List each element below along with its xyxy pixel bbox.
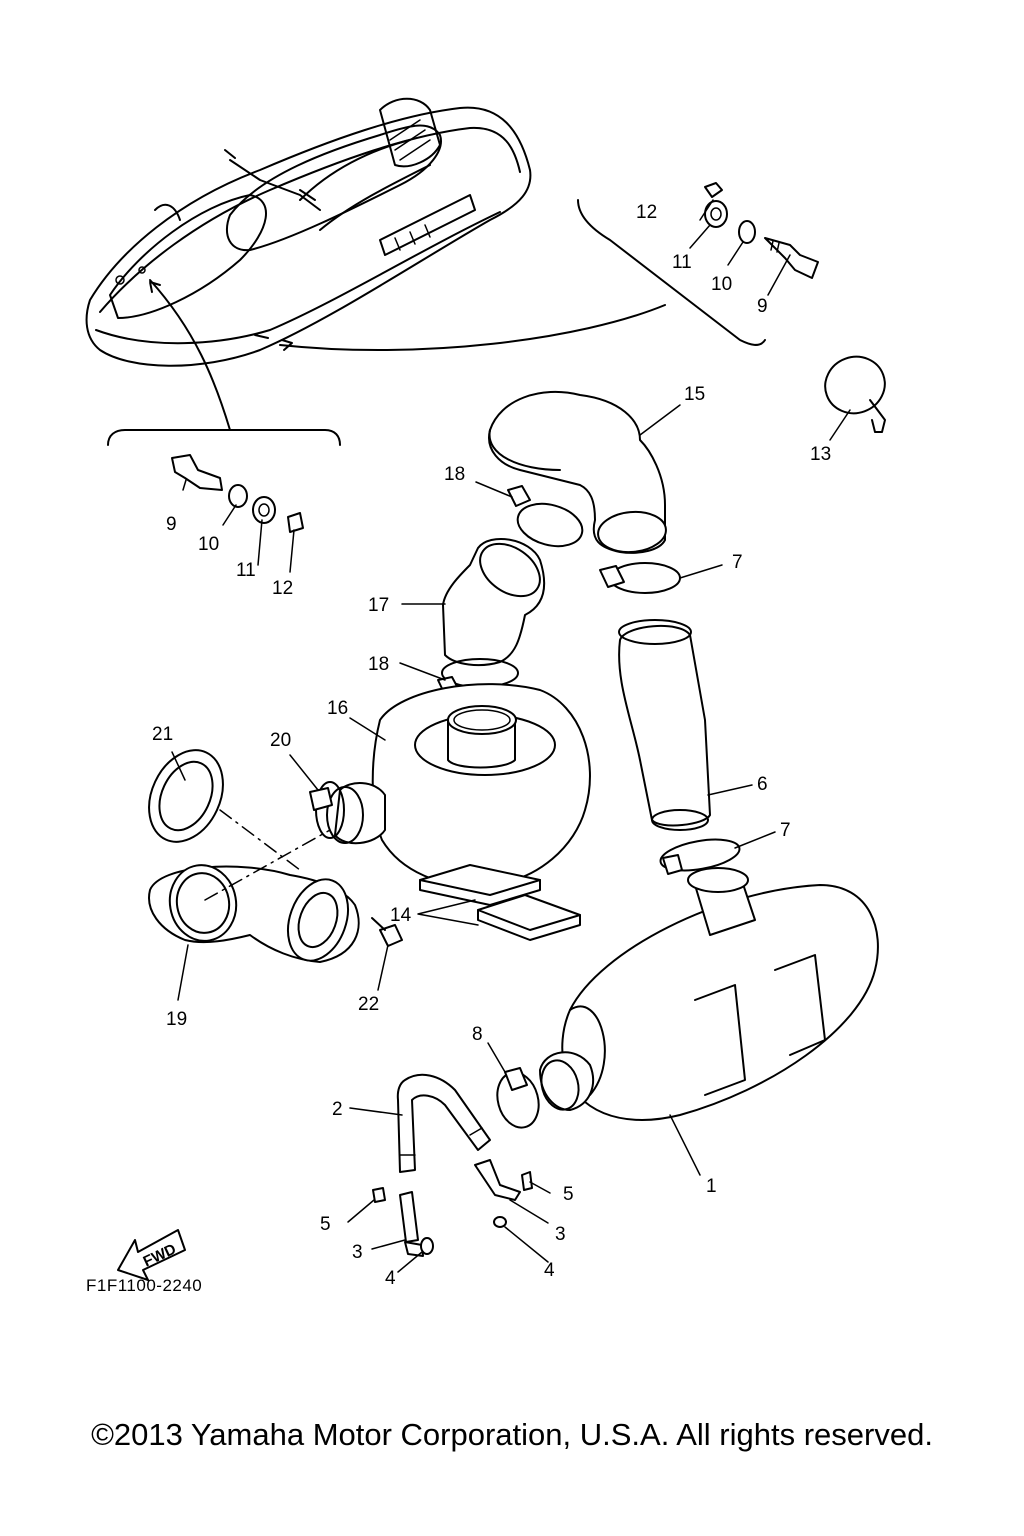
- callout-5: 5: [320, 1214, 331, 1235]
- part-14-pads: [419, 864, 581, 941]
- callout-9: 9: [166, 514, 177, 535]
- callout-12: 12: [636, 202, 657, 223]
- drain-plug-set-left: [171, 454, 304, 533]
- part-8-clamp: [496, 1067, 540, 1129]
- callout-16: 16: [327, 698, 348, 719]
- callout-12: 12: [272, 578, 293, 599]
- callout-4: 4: [544, 1260, 555, 1281]
- callout-10: 10: [711, 274, 732, 295]
- callout-22: 22: [358, 994, 379, 1015]
- callout-10: 10: [198, 534, 219, 555]
- part-13-clamp: [824, 355, 886, 433]
- part-17-elbow: [442, 537, 546, 667]
- watercraft-illustration: [85, 97, 532, 367]
- brackets-3-4-5: [372, 1159, 533, 1257]
- callout-6: 6: [757, 774, 768, 795]
- part-6-hose: [618, 619, 711, 831]
- part-15-elbow: [488, 390, 667, 554]
- callout-4: 4: [385, 1268, 396, 1289]
- callout-11: 11: [672, 252, 692, 273]
- callout-20: 20: [270, 730, 291, 751]
- part-21-gasket: [148, 749, 301, 871]
- callout-21: 21: [152, 724, 173, 745]
- part-22-bolt: [371, 917, 403, 947]
- callout-7: 7: [732, 552, 743, 573]
- fwd-arrow: FWD: [117, 1229, 186, 1281]
- callout-7: 7: [780, 820, 791, 841]
- callout-3: 3: [352, 1242, 363, 1263]
- callout-19: 19: [166, 1009, 187, 1030]
- part-19-outlet: [148, 829, 360, 963]
- callout-3: 3: [555, 1224, 566, 1245]
- part-18-clamp-upper: [507, 485, 584, 548]
- part-16-water-lock: [326, 683, 591, 887]
- part-1-muffler: [539, 867, 879, 1121]
- callout-9: 9: [757, 296, 768, 317]
- callout-15: 15: [684, 384, 705, 405]
- callout-2: 2: [332, 1099, 343, 1120]
- callouts: 12 11 10 9 13 15 18 7 17 18 9 10 11 12 1…: [152, 202, 831, 1289]
- part-7-clamp-upper: [599, 562, 681, 594]
- callout-1: 1: [706, 1176, 717, 1197]
- callout-14: 14: [390, 905, 412, 926]
- callout-18: 18: [368, 654, 389, 675]
- detail-bracket-right: [279, 199, 766, 351]
- callout-18: 18: [444, 464, 465, 485]
- callout-8: 8: [472, 1024, 483, 1045]
- leader-lines: [171, 199, 851, 1273]
- part-2-strap: [396, 1073, 491, 1173]
- drain-plug-set-right: [704, 182, 819, 279]
- callout-13: 13: [810, 444, 831, 465]
- callout-17: 17: [368, 595, 389, 616]
- callout-5: 5: [563, 1184, 574, 1205]
- copyright-notice: ©2013 Yamaha Motor Corporation, U.S.A. A…: [91, 1417, 933, 1452]
- callout-11: 11: [236, 560, 256, 581]
- diagram-code: F1F1100-2240: [86, 1276, 202, 1295]
- detail-bracket-left: [107, 279, 341, 446]
- part-20-clamp: [309, 781, 345, 839]
